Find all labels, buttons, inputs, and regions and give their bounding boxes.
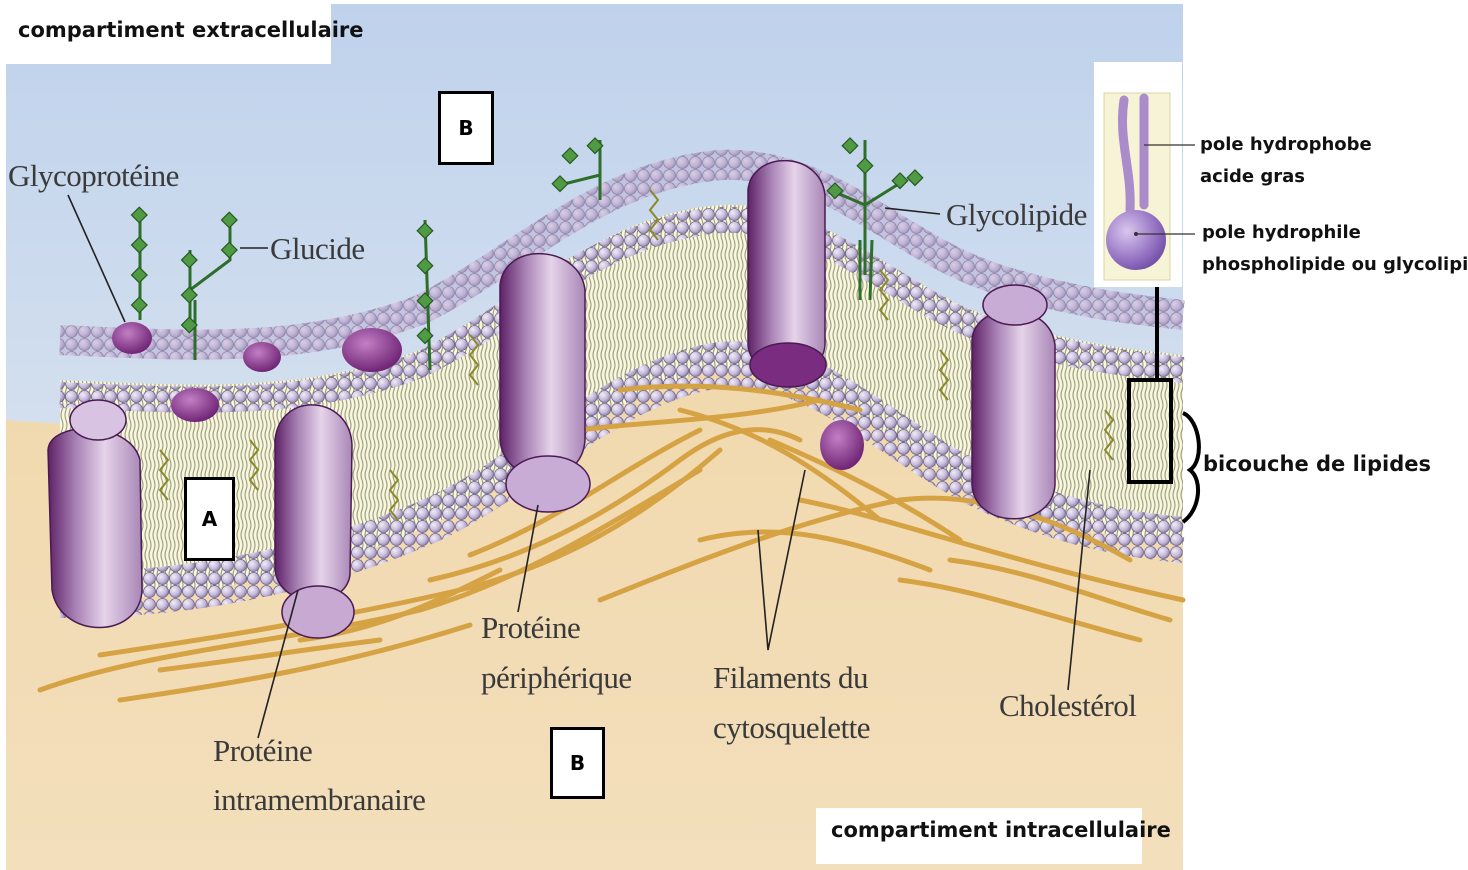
box-a: A (184, 477, 235, 561)
glucide-label: Glucide (270, 231, 365, 267)
extracellular-label: compartiment extracellulaire (18, 18, 364, 42)
proteine-peripherique-label-2: périphérique (481, 660, 632, 696)
protein-peripheral (500, 254, 590, 512)
filaments-label-1: Filaments du (713, 660, 868, 696)
filaments-label-2: cytosquelette (713, 710, 870, 746)
box-b-bottom: B (550, 727, 605, 799)
proteine-intra-label-1: Protéine (213, 733, 312, 769)
protein-top (748, 161, 826, 387)
phospholipide-label: phospholipide ou glycolipide (1202, 254, 1468, 275)
phospholipid-inset (1094, 62, 1195, 287)
proteine-peripherique-label-1: Protéine (481, 610, 580, 646)
bicouche-label: bicouche de lipides (1203, 452, 1431, 476)
box-b-top: B (438, 91, 494, 165)
bilayer-brace (1183, 413, 1199, 522)
cholesterol-label: Cholestérol (999, 688, 1136, 724)
intracellular-label: compartiment intracellulaire (831, 818, 1171, 842)
glycolipide-label: Glycolipide (946, 197, 1087, 233)
acide-gras-label: acide gras (1200, 166, 1305, 187)
glycoproteine-label: Glycoprotéine (8, 158, 179, 194)
proteine-intra-label-2: intramembranaire (213, 782, 425, 818)
protein-intramembrane (275, 405, 354, 638)
pole-hydrophobe-label: pole hydrophobe (1200, 134, 1372, 155)
pole-hydrophile-label: pole hydrophile (1202, 222, 1361, 243)
